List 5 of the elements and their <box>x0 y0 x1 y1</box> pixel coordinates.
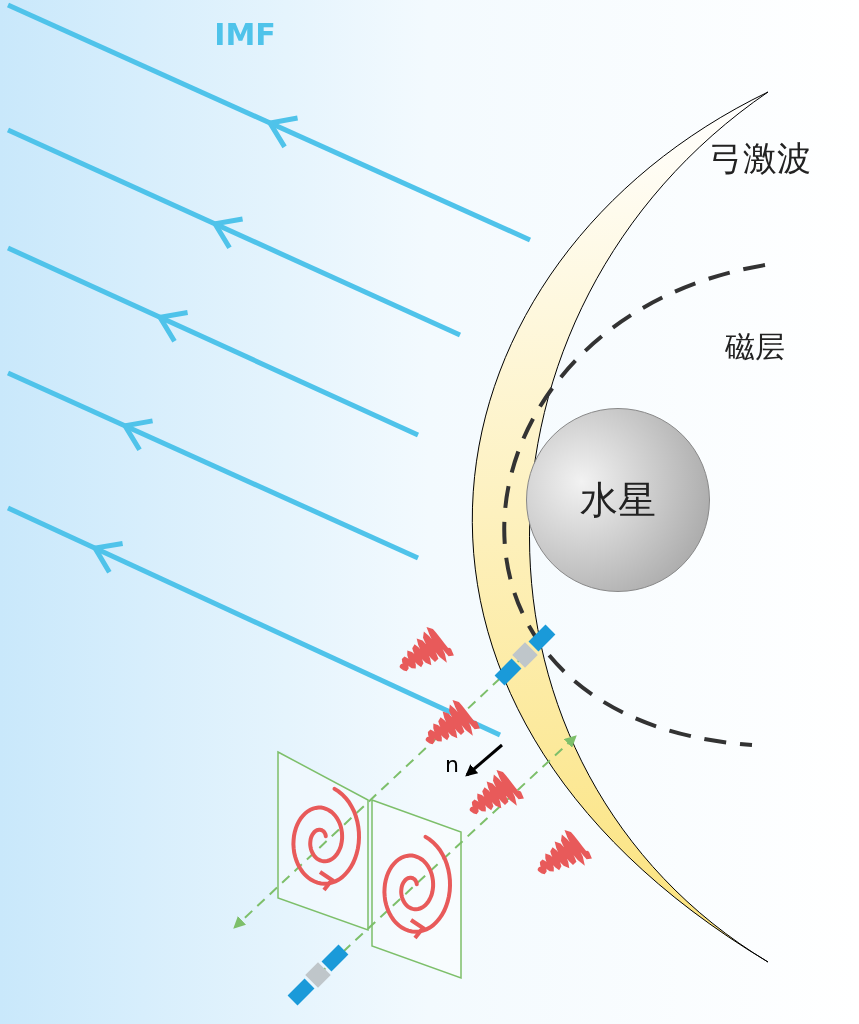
region-label: 磁层 <box>725 332 785 362</box>
region-label: 弓激波 <box>709 141 811 175</box>
planet-label: 水星 <box>580 476 656 524</box>
vector-label: n <box>445 754 459 776</box>
field-label: IMF <box>214 20 276 50</box>
